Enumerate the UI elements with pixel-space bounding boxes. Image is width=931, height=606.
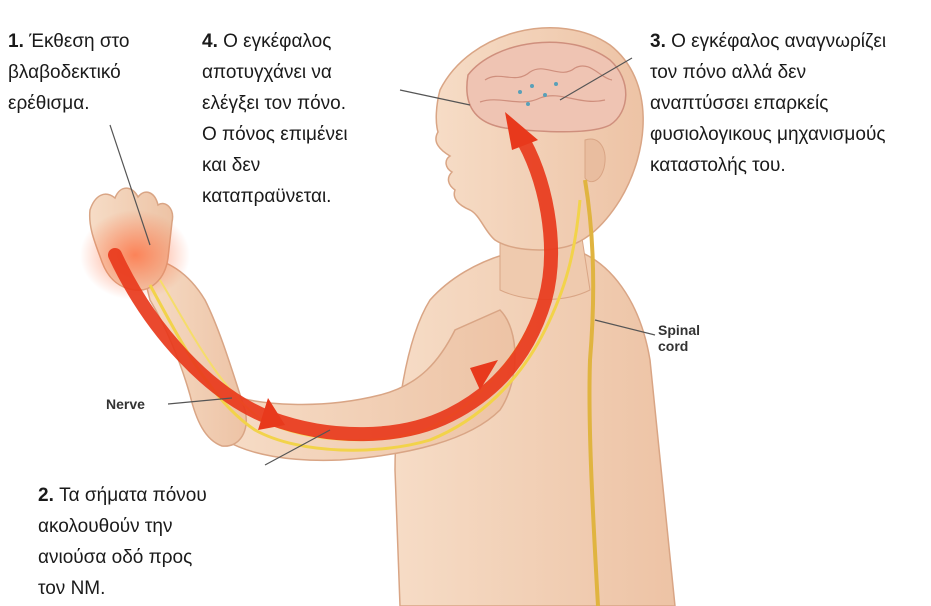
nerve-label: Nerve	[106, 396, 145, 412]
caption-line: καταπραϋνεται.	[202, 186, 331, 207]
caption-line: Τα σήματα πόνου	[59, 485, 207, 506]
brain	[467, 42, 626, 132]
caption-4: 4. Ο εγκέφαλος αποτυγχάνει να ελέγξει το…	[202, 26, 348, 212]
caption-1: 1. Έκθεση στο βλαβοδεκτικό ερέθισμα.	[8, 26, 129, 119]
caption-line: ερέθισμα.	[8, 93, 89, 114]
caption-number: 4.	[202, 31, 223, 52]
spinal-cord-label-line: cord	[658, 338, 688, 354]
caption-line: τον ΝΜ.	[38, 578, 105, 599]
caption-line: ανιούσα οδό προς	[38, 547, 192, 568]
caption-line: ελέγξει τον πόνο.	[202, 93, 346, 114]
spinal-cord-label: Spinal cord	[658, 322, 700, 354]
caption-line: και δεν	[202, 155, 260, 176]
caption-3: 3. Ο εγκέφαλος αναγνωρίζει τον πόνο αλλά…	[650, 26, 886, 181]
caption-2: 2. Τα σήματα πόνου ακολουθούν την ανιούσ…	[38, 480, 207, 604]
caption-line: αποτυγχάνει να	[202, 62, 332, 83]
caption-line: Ο πόνος επιμένει	[202, 124, 348, 145]
spinal-cord-label-line: Spinal	[658, 322, 700, 338]
caption-line: καταστολής του.	[650, 155, 786, 176]
caption-number: 3.	[650, 31, 671, 52]
caption-line: αναπτύσσει επαρκείς	[650, 93, 828, 114]
caption-line: φυσιολογικους μηχανισμούς	[650, 124, 886, 145]
caption-line: τον πόνο αλλά δεν	[650, 62, 806, 83]
caption-line: Έκθεση στο	[29, 31, 129, 52]
caption-line: ακολουθούν την	[38, 516, 173, 537]
caption-line: βλαβοδεκτικό	[8, 62, 121, 83]
caption-number: 2.	[38, 485, 59, 506]
caption-line: Ο εγκέφαλος	[223, 31, 331, 52]
caption-number: 1.	[8, 31, 29, 52]
caption-line: Ο εγκέφαλος αναγνωρίζει	[671, 31, 886, 52]
